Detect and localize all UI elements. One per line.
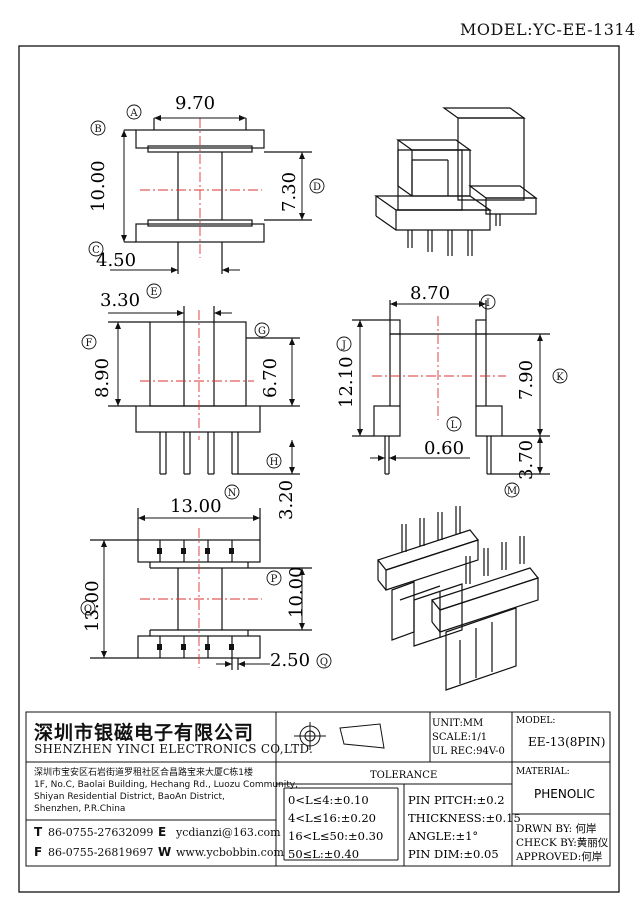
top-view-centerlines bbox=[140, 118, 262, 258]
tb-thickness: THICKNESS:±0.15 bbox=[408, 811, 521, 825]
tb-scale: SCALE:1/1 bbox=[432, 732, 487, 743]
marker-m: M bbox=[507, 486, 517, 497]
iso-view-bottom bbox=[376, 506, 540, 691]
dim-top-inner: 7.30 bbox=[279, 172, 300, 212]
address-en-1: 1F, No.C, Baolai Building, Hechang Rd., … bbox=[34, 780, 298, 790]
tb-material-value: PHENOLIC bbox=[534, 787, 595, 801]
dim-bottom-width: 13.00 bbox=[170, 496, 222, 517]
dim-front-inner: 6.70 bbox=[260, 358, 281, 398]
marker-b: B bbox=[94, 124, 101, 135]
tb-unit: UNIT:MM bbox=[432, 718, 483, 729]
tb-model-value: EE-13(8PIN) bbox=[528, 735, 605, 749]
tb-angle: ANGLE:±1° bbox=[407, 829, 478, 843]
address-cn: 深圳市宝安区石岩街道罗租社区合昌路宝来大厦C栋1楼 bbox=[34, 768, 254, 778]
marker-l: L bbox=[451, 420, 458, 431]
web-value[interactable]: www.ycbobbin.com bbox=[176, 846, 284, 859]
front-view bbox=[108, 306, 300, 475]
dim-top-height: 10.00 bbox=[88, 160, 109, 212]
dim-side-width: 8.70 bbox=[410, 283, 450, 304]
side-view-centerlines bbox=[372, 316, 506, 420]
address-en-2: Shiyan Residential District, BaoAn Distr… bbox=[34, 792, 225, 802]
tb-model-label: MODEL: bbox=[516, 716, 555, 726]
dim-front-height: 8.90 bbox=[92, 358, 113, 398]
front-view-centerlines bbox=[140, 310, 254, 440]
tb-tol-2: 4<L≤16:±0.20 bbox=[288, 811, 376, 825]
bottom-view-pins bbox=[157, 548, 234, 650]
dim-pin-length: 3.20 bbox=[276, 480, 297, 520]
dim-top-bottom: 4.50 bbox=[96, 250, 136, 271]
company-name-en: SHENZHEN YINCI ELECTRONICS CO,LTD. bbox=[34, 742, 314, 756]
marker-i: I bbox=[486, 298, 490, 309]
top-view-dimlines bbox=[110, 115, 305, 273]
model-title: MODEL:YC-EE-1314 bbox=[460, 20, 636, 39]
marker-g: G bbox=[258, 326, 266, 337]
marker-letters: A B C D E F G H I J K L M N O P Q bbox=[84, 108, 564, 668]
dim-pin-dia: 0.60 bbox=[424, 438, 464, 459]
marker-o: O bbox=[84, 604, 92, 615]
dim-bottom-height: 13.00 bbox=[82, 580, 103, 632]
tel-label: T bbox=[34, 825, 43, 839]
marker-p: P bbox=[271, 574, 278, 585]
company-name-cn: 深圳市银磁电子有限公司 bbox=[34, 722, 255, 744]
email-value[interactable]: ycdianzi@163.com bbox=[176, 826, 281, 839]
address-en-3: Shenzhen, P.R.China bbox=[34, 804, 126, 814]
tb-check-by: CHECK BY:黄丽仪 bbox=[516, 836, 609, 849]
bottom-view-dimlines bbox=[101, 515, 305, 667]
dim-top-width: 9.70 bbox=[175, 93, 215, 114]
marker-e: E bbox=[150, 287, 157, 298]
marker-k: K bbox=[556, 372, 564, 383]
bottom-view bbox=[90, 508, 312, 670]
dim-side-inner: 7.90 bbox=[516, 360, 537, 400]
dim-front-top: 3.30 bbox=[100, 290, 140, 311]
side-view-dimlines bbox=[357, 301, 543, 474]
tb-tol-4: 50≤L:±0.40 bbox=[288, 847, 359, 861]
dim-pin-pitch: 2.50 bbox=[270, 650, 310, 671]
web-label: W bbox=[158, 845, 172, 859]
tb-pin-dim: PIN DIM:±0.05 bbox=[408, 847, 499, 861]
fax-value: 86-0755-26819697 bbox=[48, 846, 154, 859]
tb-ul: UL REC:94V-0 bbox=[432, 746, 505, 757]
markers bbox=[80, 104, 568, 669]
marker-n: N bbox=[228, 488, 237, 499]
dim-side-pin: 3.70 bbox=[516, 440, 537, 480]
tb-tolerance-title: TOLERANCE bbox=[370, 770, 437, 781]
tb-pin-pitch: PIN PITCH:±0.2 bbox=[408, 793, 505, 807]
fax-label: F bbox=[34, 845, 43, 859]
marker-d: D bbox=[313, 182, 321, 193]
projection-symbol bbox=[294, 722, 385, 750]
tb-drawn-by: DRWN BY: 何岸 bbox=[516, 822, 596, 835]
front-view-dimlines bbox=[108, 310, 295, 474]
marker-h: H bbox=[270, 457, 279, 468]
tel-value: 86-0755-27632099 bbox=[48, 826, 154, 839]
marker-c: C bbox=[92, 245, 100, 256]
tb-approved: APPROVED:何岸 bbox=[515, 850, 602, 863]
marker-a: A bbox=[129, 108, 138, 119]
dim-side-height: 12.10 bbox=[336, 356, 357, 408]
iso-view-top bbox=[374, 107, 538, 256]
marker-f: F bbox=[86, 338, 93, 349]
title-block-lines bbox=[25, 711, 611, 867]
marker-j: J bbox=[341, 340, 346, 351]
tb-tol-1: 0<L≤4:±0.10 bbox=[288, 793, 369, 807]
tb-tol-3: 16<L≤50:±0.30 bbox=[288, 829, 383, 843]
marker-q: Q bbox=[320, 657, 328, 668]
email-label: E bbox=[158, 825, 167, 839]
bottom-view-centerlines bbox=[140, 528, 262, 668]
dim-bottom-inner: 10.00 bbox=[286, 566, 307, 618]
drawing-border bbox=[18, 45, 620, 893]
tb-material-label: MATERIAL: bbox=[516, 767, 570, 777]
